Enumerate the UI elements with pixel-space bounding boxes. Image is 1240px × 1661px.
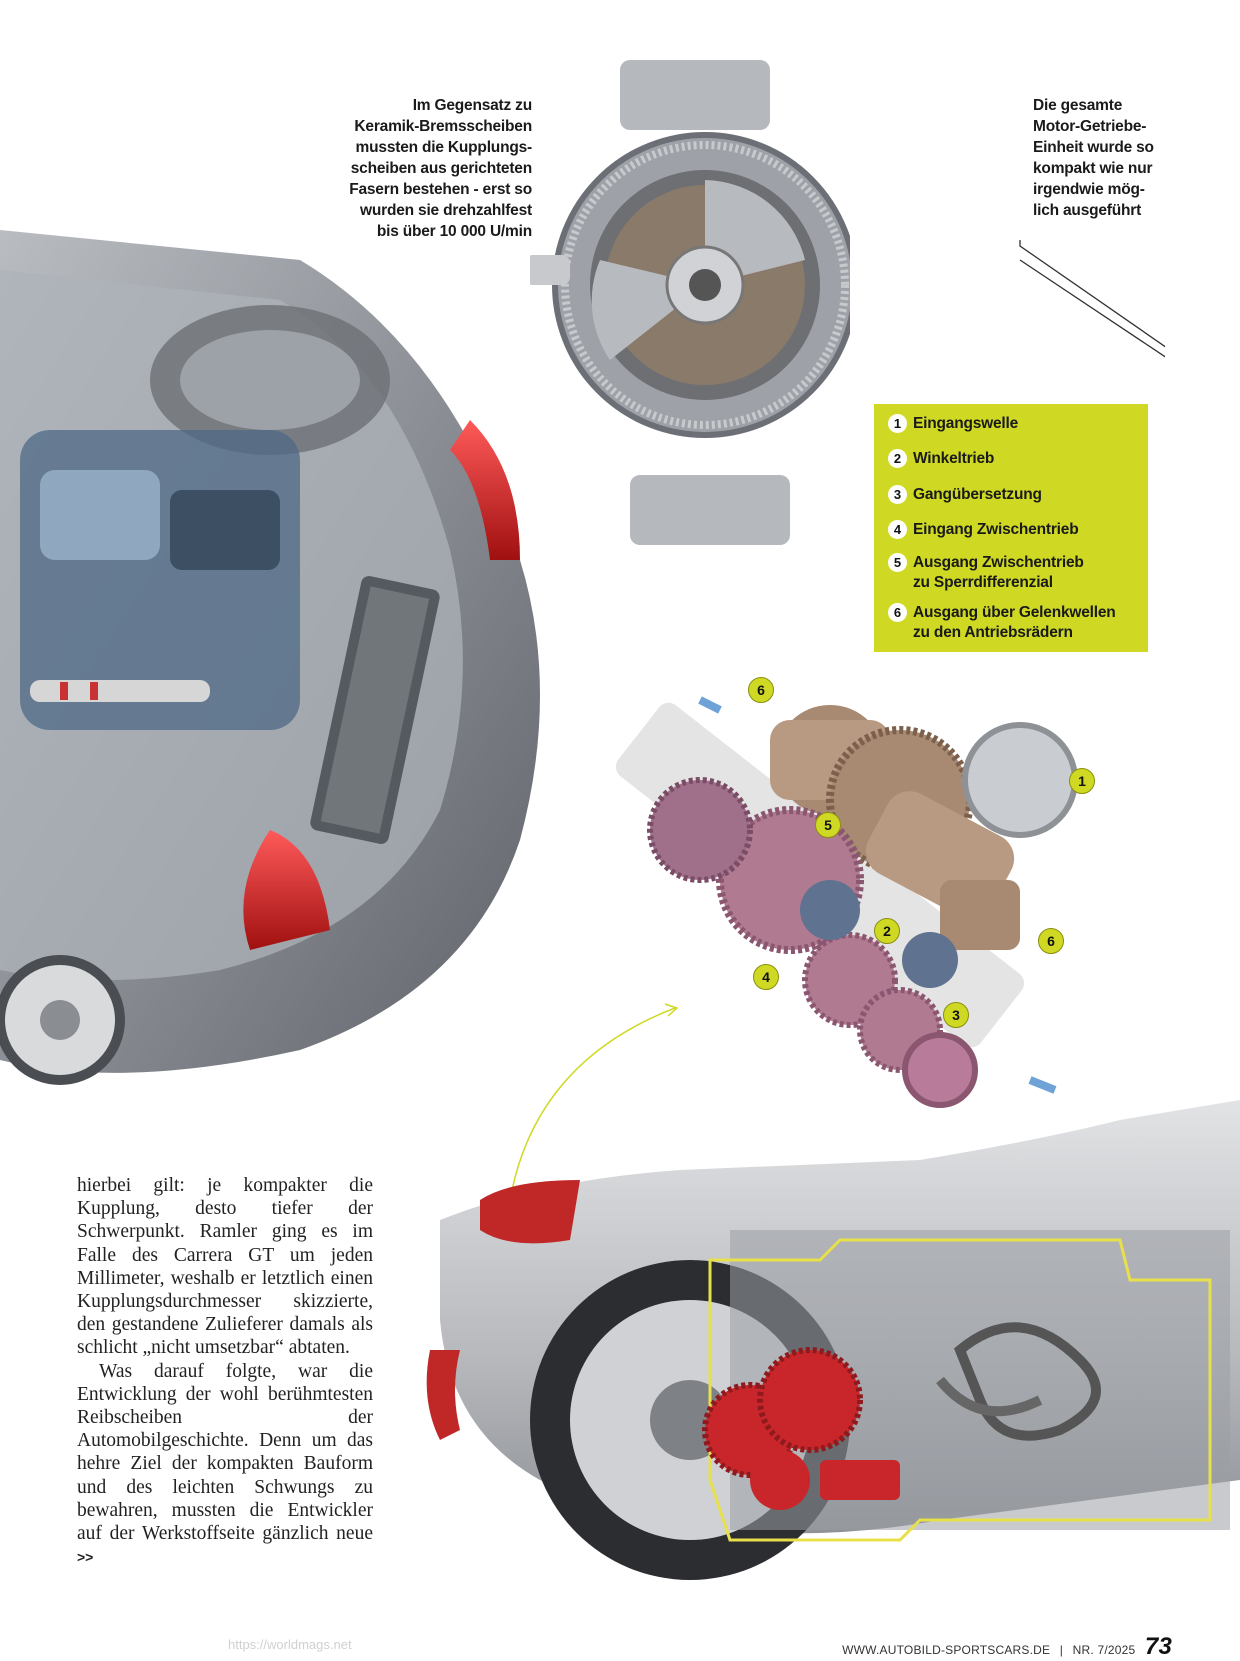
- footer-issue: NR. 7/2025: [1072, 1643, 1136, 1657]
- caption-connector-line: [1019, 240, 1165, 358]
- legend-number-badge: 3: [888, 485, 907, 504]
- legend-number-badge: 2: [888, 449, 907, 468]
- curved-arrow: [511, 1003, 679, 1191]
- side-car-engine-illustration: [426, 1100, 1240, 1580]
- legend-item-5: 5 Ausgang Zwischentrieb zu Sperrdifferen…: [888, 553, 1084, 593]
- legend-item-4: 4 Eingang Zwischentrieb: [888, 520, 1079, 540]
- gear-marker-2: 2: [874, 918, 900, 944]
- watermark: https://worldmags.net: [228, 1637, 352, 1652]
- rear-car-cutaway-illustration: [0, 230, 540, 1085]
- gear-marker-3: 3: [943, 1002, 969, 1028]
- legend-number-badge: 1: [888, 414, 907, 433]
- legend-label: Ausgang Zwischentrieb zu Sperrdifferenzi…: [913, 554, 1084, 591]
- clutch-illustration: [530, 60, 850, 545]
- gear-marker-6-top: 6: [748, 677, 774, 703]
- article-paragraph-text: Was darauf folgte, war die Entwicklung d…: [77, 1360, 373, 1545]
- footer-url: WWW.AUTOBILD-SPORTSCARS.DE: [842, 1643, 1051, 1657]
- gear-marker-5: 5: [815, 812, 841, 838]
- gearbox-illustration: [615, 696, 1078, 1108]
- legend-item-6: 6 Ausgang über Gelenkwellen zu den Antri…: [888, 603, 1116, 643]
- continue-marker: >>: [77, 1549, 94, 1566]
- legend-number-badge: 4: [888, 520, 907, 539]
- article-paragraph: Was darauf folgte, war die Entwicklung d…: [77, 1360, 373, 1570]
- gearbox-legend: 1 Eingangswelle 2 Winkeltrieb 3 Gangüber…: [874, 404, 1148, 652]
- legend-item-2: 2 Winkeltrieb: [888, 449, 994, 469]
- gear-marker-6-right: 6: [1038, 928, 1064, 954]
- legend-label: Gangübersetzung: [913, 486, 1042, 503]
- legend-label: Eingangswelle: [913, 415, 1019, 432]
- engine-unit-caption: Die gesamte Motor-Getriebe- Einheit wurd…: [1033, 97, 1154, 219]
- article-body-text: hierbei gilt: je kompakter die Kupplung,…: [77, 1174, 373, 1569]
- legend-label: Winkeltrieb: [913, 450, 995, 467]
- legend-label: Eingang Zwischentrieb: [913, 521, 1079, 538]
- gear-marker-1: 1: [1069, 768, 1095, 794]
- legend-label: Ausgang über Gelenkwellen zu den Antrieb…: [913, 604, 1116, 641]
- legend-number-badge: 6: [888, 603, 907, 622]
- footer-separator: |: [1059, 1643, 1064, 1657]
- legend-item-1: 1 Eingangswelle: [888, 414, 1018, 434]
- clutch-caption: Im Gegensatz zu Keramik-Bremsscheiben mu…: [349, 97, 532, 240]
- gear-marker-4: 4: [753, 964, 779, 990]
- legend-number-badge: 5: [888, 553, 907, 572]
- page-footer: WWW.AUTOBILD-SPORTSCARS.DE | NR. 7/2025 …: [842, 1633, 1172, 1661]
- page-number: 73: [1144, 1633, 1172, 1660]
- legend-item-3: 3 Gangübersetzung: [888, 485, 1042, 505]
- article-paragraph: hierbei gilt: je kompakter die Kupplung,…: [77, 1175, 373, 1359]
